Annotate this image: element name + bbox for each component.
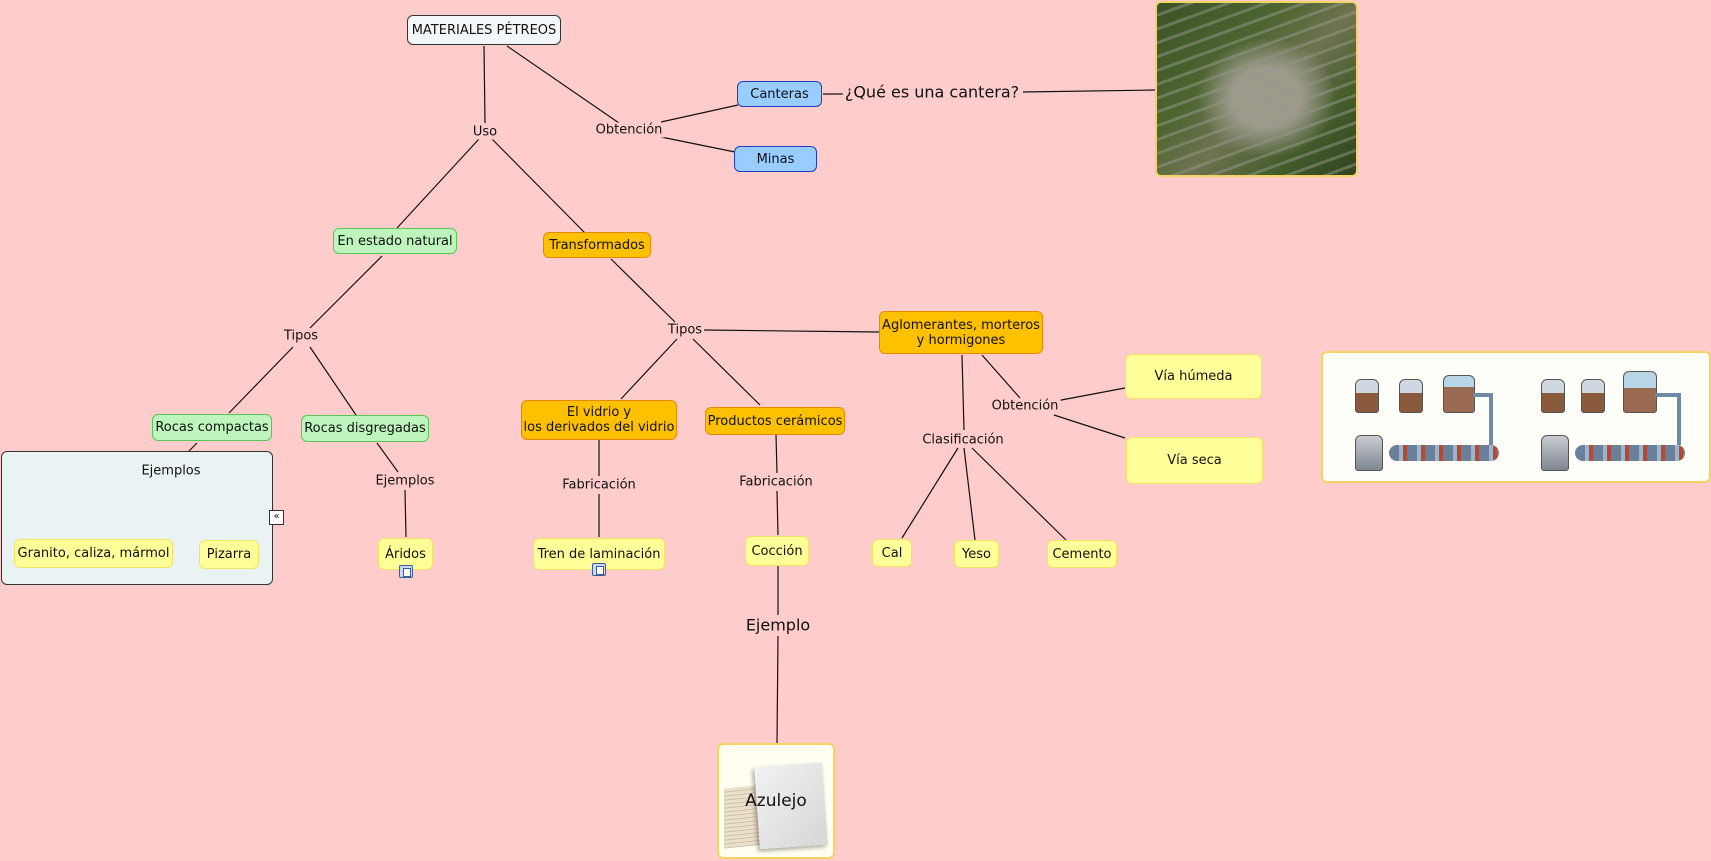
- tank-illustration: [1541, 379, 1565, 413]
- pipe-illustration: [1473, 393, 1493, 397]
- minas-node[interactable]: Minas: [734, 146, 817, 172]
- cemento-node[interactable]: Cemento: [1047, 540, 1117, 568]
- tank-illustration: [1399, 379, 1423, 413]
- pipe-illustration: [1655, 393, 1681, 397]
- fabricacion-ceramicos-label[interactable]: Fabricación: [737, 474, 815, 490]
- collapse-icon[interactable]: «: [269, 510, 284, 525]
- vidrio-node[interactable]: El vidrio y los derivados del vidrio: [521, 400, 677, 440]
- pipe-illustration: [1677, 393, 1681, 445]
- cement-process-diagram[interactable]: [1321, 351, 1711, 483]
- tank-illustration: [1541, 435, 1569, 471]
- obtencion-label[interactable]: Obtención: [593, 122, 665, 138]
- via-seca-node[interactable]: Vía seca: [1126, 437, 1263, 484]
- aglomerantes-line2: y hormigones: [916, 332, 1006, 348]
- yeso-node[interactable]: Yeso: [954, 540, 999, 568]
- pizarra-node[interactable]: Pizarra: [199, 540, 259, 569]
- tipos-transformados-label[interactable]: Tipos: [665, 322, 705, 338]
- vidrio-line1: El vidrio y: [566, 405, 632, 420]
- cal-node[interactable]: Cal: [872, 539, 912, 567]
- aglomerantes-node[interactable]: Aglomerantes, morteros y hormigones: [879, 311, 1043, 354]
- tank-illustration: [1355, 435, 1383, 471]
- kiln-illustration: [1389, 445, 1499, 461]
- aglomerantes-line1: Aglomerantes, morteros: [882, 317, 1040, 333]
- tank-illustration: [1355, 379, 1379, 413]
- estado-natural-node[interactable]: En estado natural: [333, 228, 457, 254]
- obtencion-aglomerantes-label[interactable]: Obtención: [989, 398, 1061, 414]
- via-humeda-node[interactable]: Vía húmeda: [1125, 354, 1262, 399]
- ceramicos-node[interactable]: Productos cerámicos: [705, 407, 845, 435]
- granito-node[interactable]: Granito, caliza, mármol: [14, 539, 173, 568]
- vidrio-line2: los derivados del vidrio: [523, 420, 675, 435]
- fabricacion-vidrio-label[interactable]: Fabricación: [560, 477, 638, 493]
- rocas-disgregadas-node[interactable]: Rocas disgregadas: [301, 415, 429, 442]
- note-icon[interactable]: [592, 563, 606, 576]
- pipe-illustration: [1489, 393, 1493, 445]
- kiln-illustration: [1575, 445, 1685, 461]
- transformados-node[interactable]: Transformados: [543, 232, 651, 258]
- ejemplo-label[interactable]: Ejemplo: [743, 615, 813, 635]
- tank-illustration: [1623, 371, 1657, 413]
- rocas-compactas-node[interactable]: Rocas compactas: [152, 414, 272, 441]
- tank-illustration: [1443, 375, 1475, 413]
- canteras-node[interactable]: Canteras: [737, 81, 822, 107]
- root-node[interactable]: MATERIALES PÉTREOS: [407, 15, 561, 45]
- coccion-node[interactable]: Cocción: [745, 536, 809, 566]
- quarry-photo[interactable]: [1155, 1, 1358, 177]
- ejemplos-compactas-label[interactable]: Ejemplos: [139, 463, 203, 479]
- tipos-natural-label[interactable]: Tipos: [281, 328, 321, 344]
- tile-photo[interactable]: Azulejo: [717, 743, 835, 859]
- tank-illustration: [1581, 379, 1605, 413]
- clasificacion-label[interactable]: Clasificación: [920, 432, 1006, 448]
- azulejo-caption: Azulejo: [745, 791, 807, 811]
- note-icon[interactable]: [399, 565, 413, 578]
- ejemplos-disgregadas-label[interactable]: Ejemplos: [373, 473, 437, 489]
- uso-label[interactable]: Uso: [470, 124, 500, 140]
- que-es-cantera-label[interactable]: ¿Qué es una cantera?: [842, 82, 1022, 102]
